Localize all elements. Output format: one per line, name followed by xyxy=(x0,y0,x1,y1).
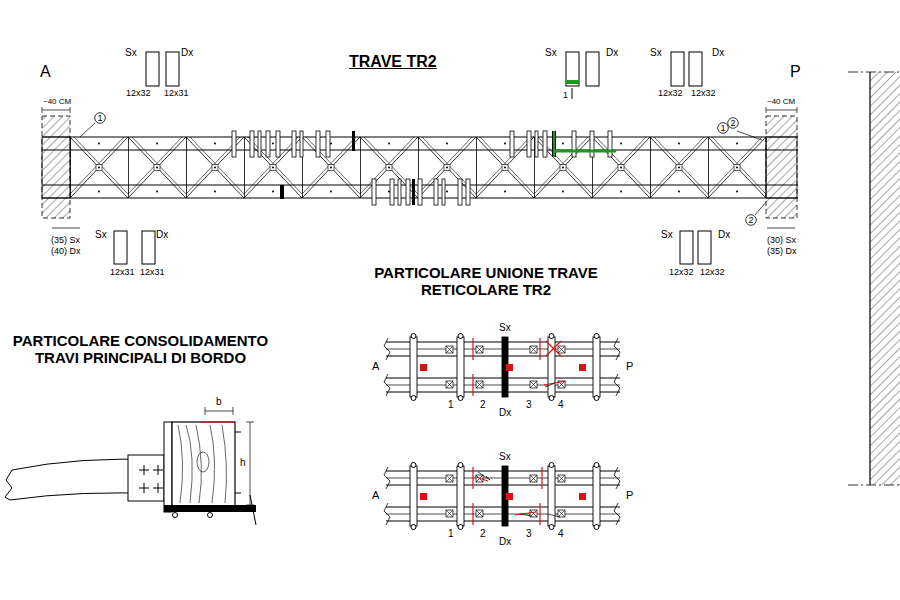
annotation-label: A xyxy=(40,63,51,81)
annotation-label: (35) Dx xyxy=(767,246,797,256)
annotation-label: Dx xyxy=(718,229,730,241)
callout-number: 2 xyxy=(745,214,757,226)
annotation-label: Sx xyxy=(95,229,107,241)
annotation-label: 12x32 xyxy=(658,88,683,98)
callout-number: 1 xyxy=(717,122,729,134)
callout-circle: 1 xyxy=(717,122,729,134)
annotation-label: Dx xyxy=(712,47,724,59)
callout-number: 3 xyxy=(526,528,532,540)
annotation-label: Sx xyxy=(499,322,511,334)
annotation-label: (40) Dx xyxy=(51,246,81,256)
annotation-label: 12x32 xyxy=(126,88,151,98)
annotation-label: A xyxy=(372,360,379,373)
annotation-label: 12x31 xyxy=(140,267,165,277)
annotation-label: Dx xyxy=(606,47,618,59)
callout-circle: 2 xyxy=(745,214,757,226)
annotation-label: Dx xyxy=(499,407,511,419)
annotation-label: Sx xyxy=(650,47,662,59)
annotation-label: Dx xyxy=(181,47,193,59)
annotation-label: Sx xyxy=(125,47,137,59)
callout-number: 4 xyxy=(558,399,564,411)
annotation-label: Sx xyxy=(545,47,557,59)
callout-number: 1 xyxy=(448,399,454,411)
annotation-label: (30) Sx xyxy=(767,235,796,245)
detail-heading: PARTICOLARE CONSOLIDAMENTO TRAVI PRINCIP… xyxy=(0,332,283,367)
annotation-label: 12x32 xyxy=(691,88,716,98)
detail-heading: PARTICOLARE UNIONE TRAVE RETICOLARE TR2 xyxy=(351,264,621,299)
annotation-label: P xyxy=(626,360,633,373)
annotation-label: Dx xyxy=(499,536,511,548)
annotation-label: ~40 CM xyxy=(43,97,71,106)
callout-number: 2 xyxy=(727,117,739,129)
callout-number: 2 xyxy=(480,528,486,540)
annotation-label: 12x31 xyxy=(164,88,189,98)
annotation-label: Sx xyxy=(499,451,511,463)
callout-circle: 1 xyxy=(94,112,106,124)
callout-number: 1 xyxy=(94,112,106,124)
annotation-label: 12x31 xyxy=(110,267,135,277)
annotation-label: h xyxy=(240,457,246,469)
annotation-label: Sx xyxy=(661,229,673,241)
annotation-label: P xyxy=(626,489,633,502)
annotation-label: A xyxy=(372,489,379,502)
callout-number: 2 xyxy=(480,399,486,411)
annotation-label: Dx xyxy=(156,229,168,241)
annotation-label: b xyxy=(216,396,222,408)
annotation-label: (35) Sx xyxy=(51,235,80,245)
annotation-label: ~40 CM xyxy=(767,97,795,106)
annotation-label: 12x32 xyxy=(669,267,694,277)
callout-number: 4 xyxy=(558,528,564,540)
callout-number: 1 xyxy=(563,90,568,100)
annotation-label: 12x32 xyxy=(700,267,725,277)
callout-number: 3 xyxy=(526,399,532,411)
drawing-title: TRAVE TR2 xyxy=(349,53,437,71)
callout-number: 1 xyxy=(448,528,454,540)
callout-circle: 2 xyxy=(727,117,739,129)
annotation-label: P xyxy=(790,63,801,81)
